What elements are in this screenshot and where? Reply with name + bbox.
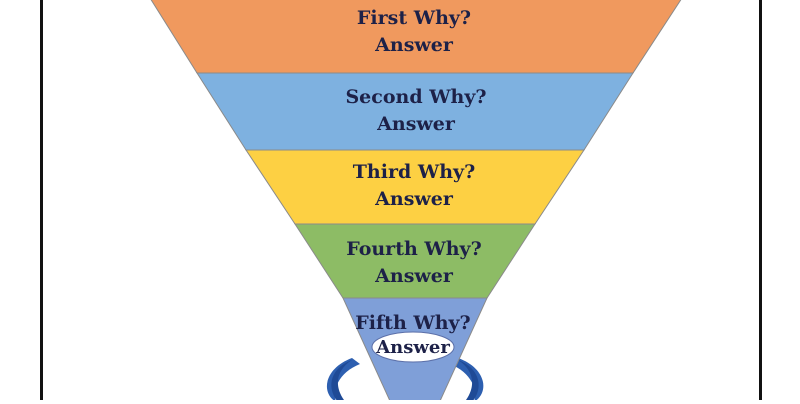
layer-5-question: Fifth Why? [355,312,470,334]
layer-3-answer: Answer [374,188,454,210]
funnel-band-2 [196,72,634,151]
layer-4-answer: Answer [374,265,454,287]
frame-left-border [40,0,43,402]
layer-1-question: First Why? [357,7,471,29]
frame-right-border [759,0,762,402]
layer-2-question: Second Why? [345,86,486,108]
layer-5-answer: Answer [375,337,450,358]
layer-3-question: Third Why? [353,161,475,183]
layer-4-question: Fourth Why? [346,238,481,260]
layer-2-answer: Answer [376,113,456,135]
highlight-oval [371,331,455,363]
circular-arrows-icon [326,358,484,402]
layer-1-answer: Answer [374,34,454,56]
